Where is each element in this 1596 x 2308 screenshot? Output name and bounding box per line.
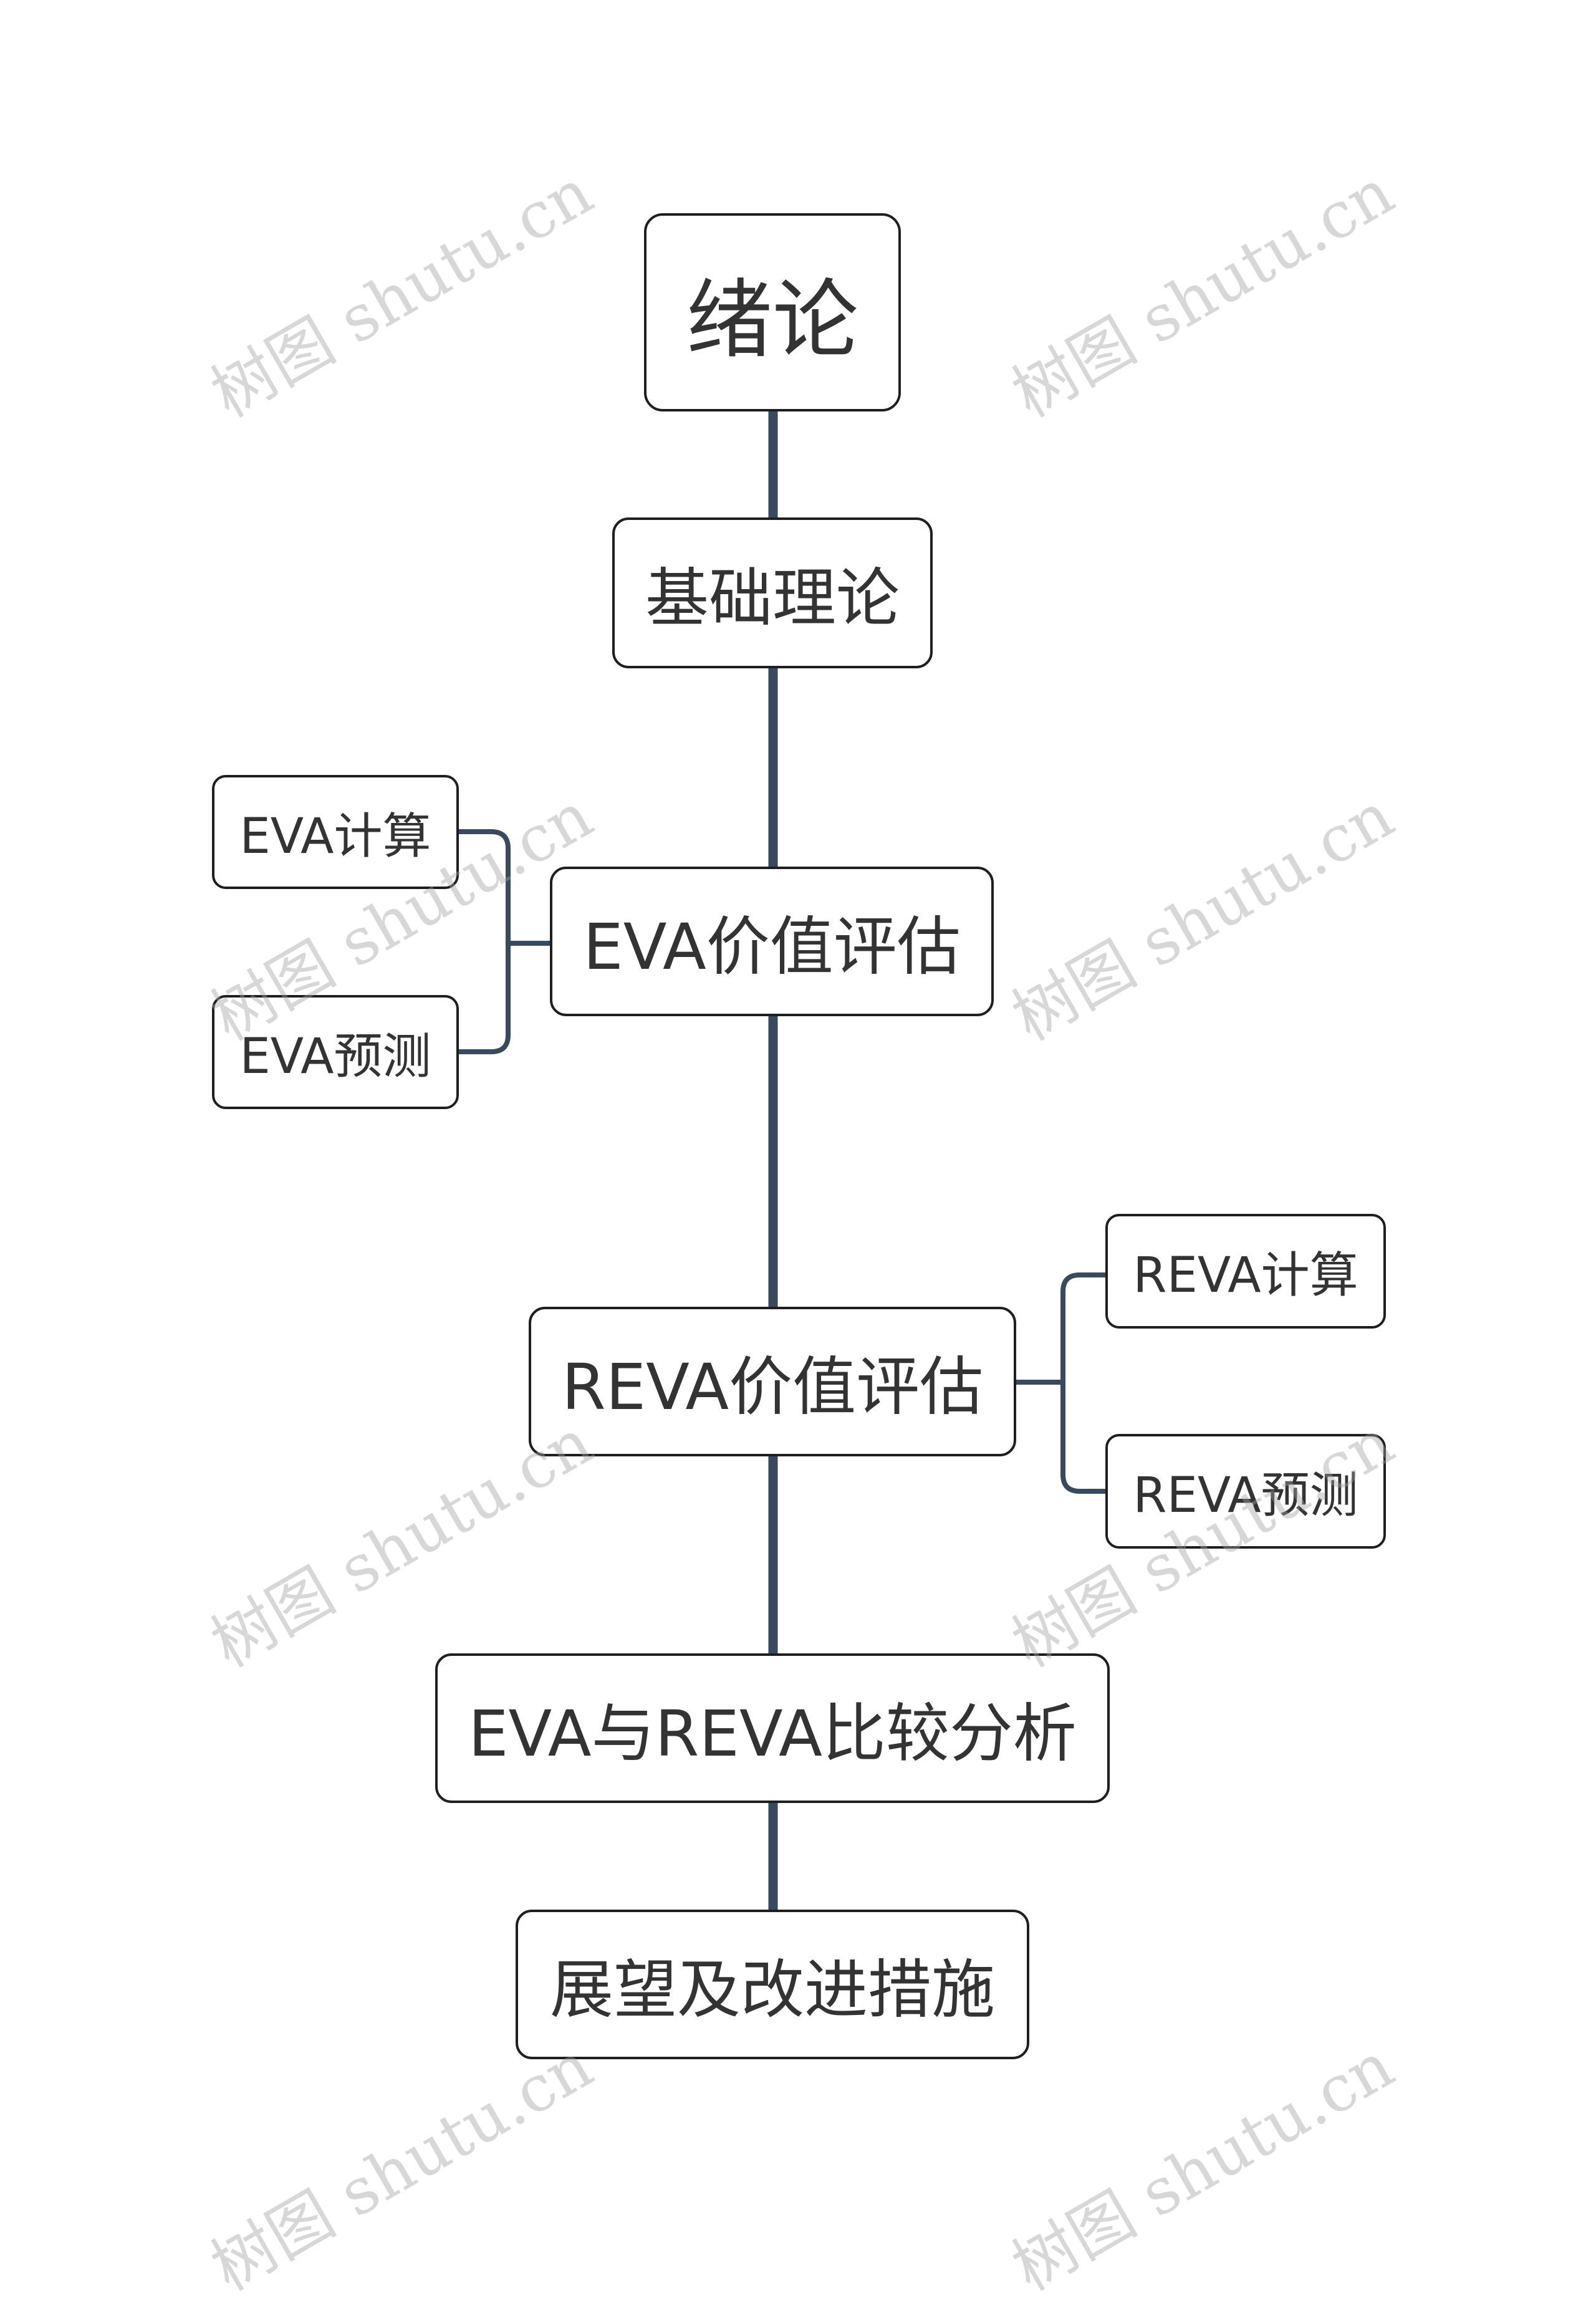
topic-node-outlook[interactable]: 展望及改进措施 <box>516 1910 1029 2059</box>
subtopic-label: EVA计算 <box>239 808 431 865</box>
topic-node-eva-valuation[interactable]: EVA价值评估 <box>550 867 994 1016</box>
subtopic-label: REVA计算 <box>1133 1248 1358 1304</box>
topic-label: EVA与REVA比较分析 <box>468 1696 1077 1771</box>
subtopic-label: EVA预测 <box>239 1028 431 1085</box>
subtopic-node-reva-calculation[interactable]: REVA计算 <box>1105 1214 1386 1329</box>
root-node[interactable]: 绪论 <box>644 213 901 411</box>
subtopic-node-reva-forecast[interactable]: REVA预测 <box>1105 1434 1386 1549</box>
topic-label: 基础理论 <box>645 561 900 636</box>
topic-label: REVA价值评估 <box>561 1350 984 1425</box>
topic-node-reva-valuation[interactable]: REVA价值评估 <box>529 1307 1016 1456</box>
subtopic-node-eva-calculation[interactable]: EVA计算 <box>212 775 459 889</box>
reva-branch-bracket <box>1060 1272 1108 1494</box>
subtopic-label: REVA预测 <box>1133 1468 1358 1524</box>
topic-label: 展望及改进措施 <box>550 1953 995 2027</box>
topic-label: EVA价值评估 <box>583 910 961 984</box>
subtopic-node-eva-forecast[interactable]: EVA预测 <box>212 995 459 1109</box>
topic-node-basic-theory[interactable]: 基础理论 <box>612 517 933 668</box>
root-label: 绪论 <box>686 270 858 370</box>
eva-branch-bracket <box>456 829 511 1054</box>
topic-node-comparison[interactable]: EVA与REVA比较分析 <box>435 1653 1110 1803</box>
